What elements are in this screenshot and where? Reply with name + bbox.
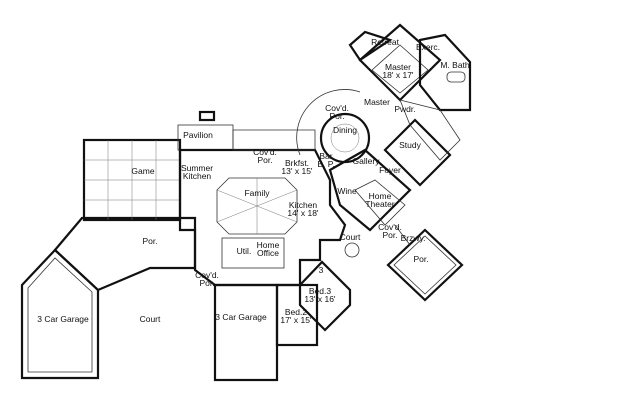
room-size-label: Por. bbox=[382, 230, 397, 240]
room-label: Cov'd. bbox=[253, 147, 277, 157]
room-label: Brkfst. bbox=[285, 158, 309, 168]
room-label: Study bbox=[399, 140, 421, 150]
room-label: Master bbox=[385, 62, 411, 72]
walls bbox=[20, 23, 472, 382]
util-office-outline bbox=[221, 237, 285, 269]
room-label: 3 Car Garage bbox=[215, 312, 267, 322]
master-suite-walls bbox=[358, 23, 442, 102]
bed2-walls bbox=[275, 283, 319, 347]
left-garage-inner bbox=[27, 257, 93, 373]
right-porch-walls bbox=[386, 228, 464, 302]
bed3-walls bbox=[298, 260, 352, 332]
room-label: Util. bbox=[237, 246, 252, 256]
room-size-label: Por. bbox=[257, 155, 272, 165]
room-label: Court bbox=[340, 232, 361, 242]
room-label: Dining bbox=[333, 125, 357, 135]
fireplace bbox=[198, 110, 216, 122]
room-size-label: Por. bbox=[199, 278, 214, 288]
gallery-theater-walls bbox=[328, 148, 412, 232]
covered-porch-outline bbox=[232, 129, 316, 151]
room-label: Kitchen bbox=[289, 200, 318, 210]
room-size-label: Office bbox=[257, 248, 279, 258]
room-label: Master bbox=[364, 97, 390, 107]
bath-exercise-walls bbox=[418, 33, 472, 112]
room-size-label: 14' x 18' bbox=[287, 208, 319, 218]
room-size-label: Por. bbox=[329, 111, 344, 121]
room-label: Por. bbox=[413, 254, 428, 264]
left-garage-walls bbox=[20, 248, 100, 380]
room-label: Cov'd. bbox=[195, 270, 219, 280]
room-label: Pwdr. bbox=[394, 104, 415, 114]
covered-porch-arc bbox=[296, 89, 361, 156]
room-label: M. Bath bbox=[440, 60, 470, 70]
room-label: Foyer bbox=[379, 165, 401, 175]
right-porch-railing bbox=[393, 235, 457, 295]
breezeway bbox=[394, 224, 411, 246]
study-walls bbox=[383, 118, 452, 187]
room-label: Cov'd. bbox=[378, 222, 402, 232]
room-label: 3 Car Garage bbox=[37, 314, 89, 324]
room-size-label: Kitchen bbox=[183, 171, 212, 181]
room-label: Cov'd. bbox=[325, 103, 349, 113]
room-size-label: 13' x 15' bbox=[281, 166, 313, 176]
room-label: Summer bbox=[181, 163, 213, 173]
room-label: Por. bbox=[142, 236, 157, 246]
dining-ceiling bbox=[330, 123, 360, 153]
room-size-label: Theater bbox=[365, 199, 394, 209]
room-size-label: 13' x 16' bbox=[304, 294, 336, 304]
right-garage-walls bbox=[213, 283, 279, 382]
room-label: 3 bbox=[319, 265, 324, 275]
room-label: Exerc. bbox=[416, 42, 440, 52]
game-room-grid bbox=[84, 140, 180, 220]
room-label: Court bbox=[140, 314, 161, 324]
room-label: Bar bbox=[319, 151, 332, 161]
room-size-label: B. P. bbox=[317, 159, 334, 169]
room-label: Retreat bbox=[371, 37, 400, 47]
room-label: Game bbox=[131, 166, 154, 176]
room-label: Pavilion bbox=[183, 130, 213, 140]
porch-walls bbox=[53, 216, 197, 292]
family-ceiling-lines bbox=[216, 178, 298, 234]
court-fountain bbox=[344, 242, 360, 258]
room-label: Bed.2 bbox=[285, 307, 307, 317]
room-label: Gallery bbox=[353, 156, 381, 166]
room-label: Family bbox=[244, 188, 270, 198]
bathtub bbox=[446, 71, 466, 83]
closet-outline bbox=[399, 99, 461, 161]
theater-outline bbox=[354, 179, 406, 226]
room-size-label: 18' x 17' bbox=[382, 70, 414, 80]
central-house-walls bbox=[178, 148, 347, 287]
room-label: Bed.3 bbox=[309, 286, 331, 296]
room-label: Brzwy. bbox=[401, 233, 426, 243]
room-label: Wine bbox=[337, 186, 357, 196]
retreat-walls bbox=[348, 30, 393, 62]
room-size-label: 17' x 15' bbox=[280, 315, 312, 325]
master-bed-outline bbox=[371, 44, 429, 94]
room-label: Home bbox=[257, 240, 280, 250]
room-label: Home bbox=[369, 191, 392, 201]
